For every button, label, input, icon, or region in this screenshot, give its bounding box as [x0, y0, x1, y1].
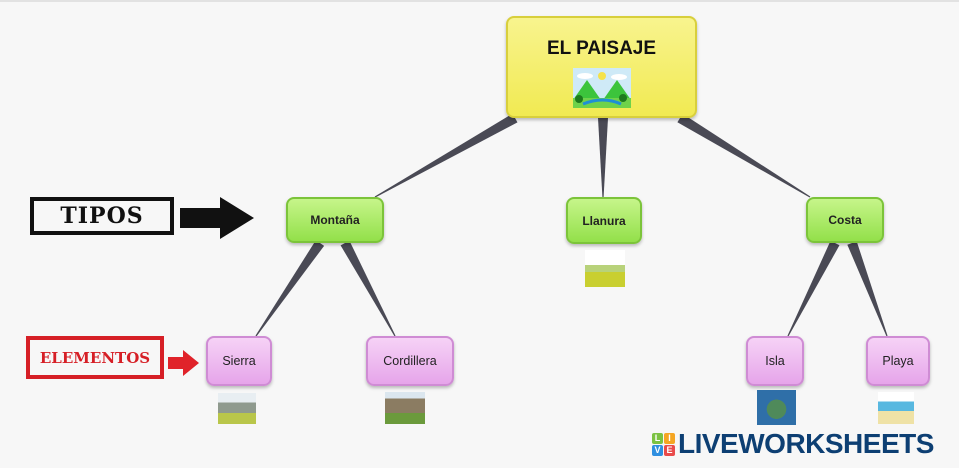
- brand-text: LIVEWORKSHEETS: [678, 428, 934, 459]
- node-label: Playa: [882, 354, 914, 368]
- tipo-node-costa[interactable]: Costa: [806, 197, 884, 243]
- connector-costa-playa: [847, 241, 888, 337]
- badge-letter: I: [664, 432, 675, 444]
- black-arrow-icon: [180, 197, 254, 239]
- badge-letter: L: [652, 432, 663, 444]
- root-node-el-paisaje[interactable]: EL PAISAJE: [506, 16, 697, 118]
- isla-image: [757, 390, 796, 425]
- playa-image: [878, 392, 914, 424]
- node-label: Costa: [828, 213, 862, 227]
- landscape-image: [572, 68, 631, 108]
- connector-root-llanura: [598, 118, 608, 197]
- node-label: Cordillera: [383, 354, 437, 368]
- live-badge: L I V E: [652, 432, 675, 456]
- connector-costa-isla: [787, 240, 840, 337]
- cordillera-image: [385, 392, 425, 424]
- connector-montana-cordillera: [340, 240, 396, 337]
- top-border: [0, 0, 959, 2]
- node-label: Sierra: [222, 354, 256, 368]
- red-arrow-icon: [168, 350, 199, 376]
- sierra-image: [218, 393, 256, 424]
- node-label: Isla: [765, 354, 785, 368]
- llanura-image: [585, 250, 625, 287]
- elementos-label: ELEMENTOS: [26, 336, 164, 379]
- liveworksheets-logo: L I V E LIVEWORKSHEETS: [652, 428, 934, 460]
- connector-root-montana: [374, 113, 518, 198]
- connector-root-costa: [677, 113, 811, 198]
- elemento-node-cordillera[interactable]: Cordillera: [366, 336, 454, 386]
- node-label: Montaña: [310, 213, 360, 227]
- connector-montana-sierra: [255, 240, 325, 337]
- badge-letter: E: [664, 444, 675, 456]
- node-label: Llanura: [582, 213, 626, 228]
- badge-letter: V: [652, 444, 663, 456]
- tipo-node-llanura[interactable]: Llanura: [566, 197, 642, 244]
- elemento-node-isla[interactable]: Isla: [746, 336, 804, 386]
- tipo-node-montana[interactable]: Montaña: [286, 197, 384, 243]
- tipos-label: TIPOS: [30, 197, 174, 235]
- elemento-node-sierra[interactable]: Sierra: [206, 336, 272, 386]
- elemento-node-playa[interactable]: Playa: [866, 336, 930, 386]
- root-title: EL PAISAJE: [546, 38, 657, 59]
